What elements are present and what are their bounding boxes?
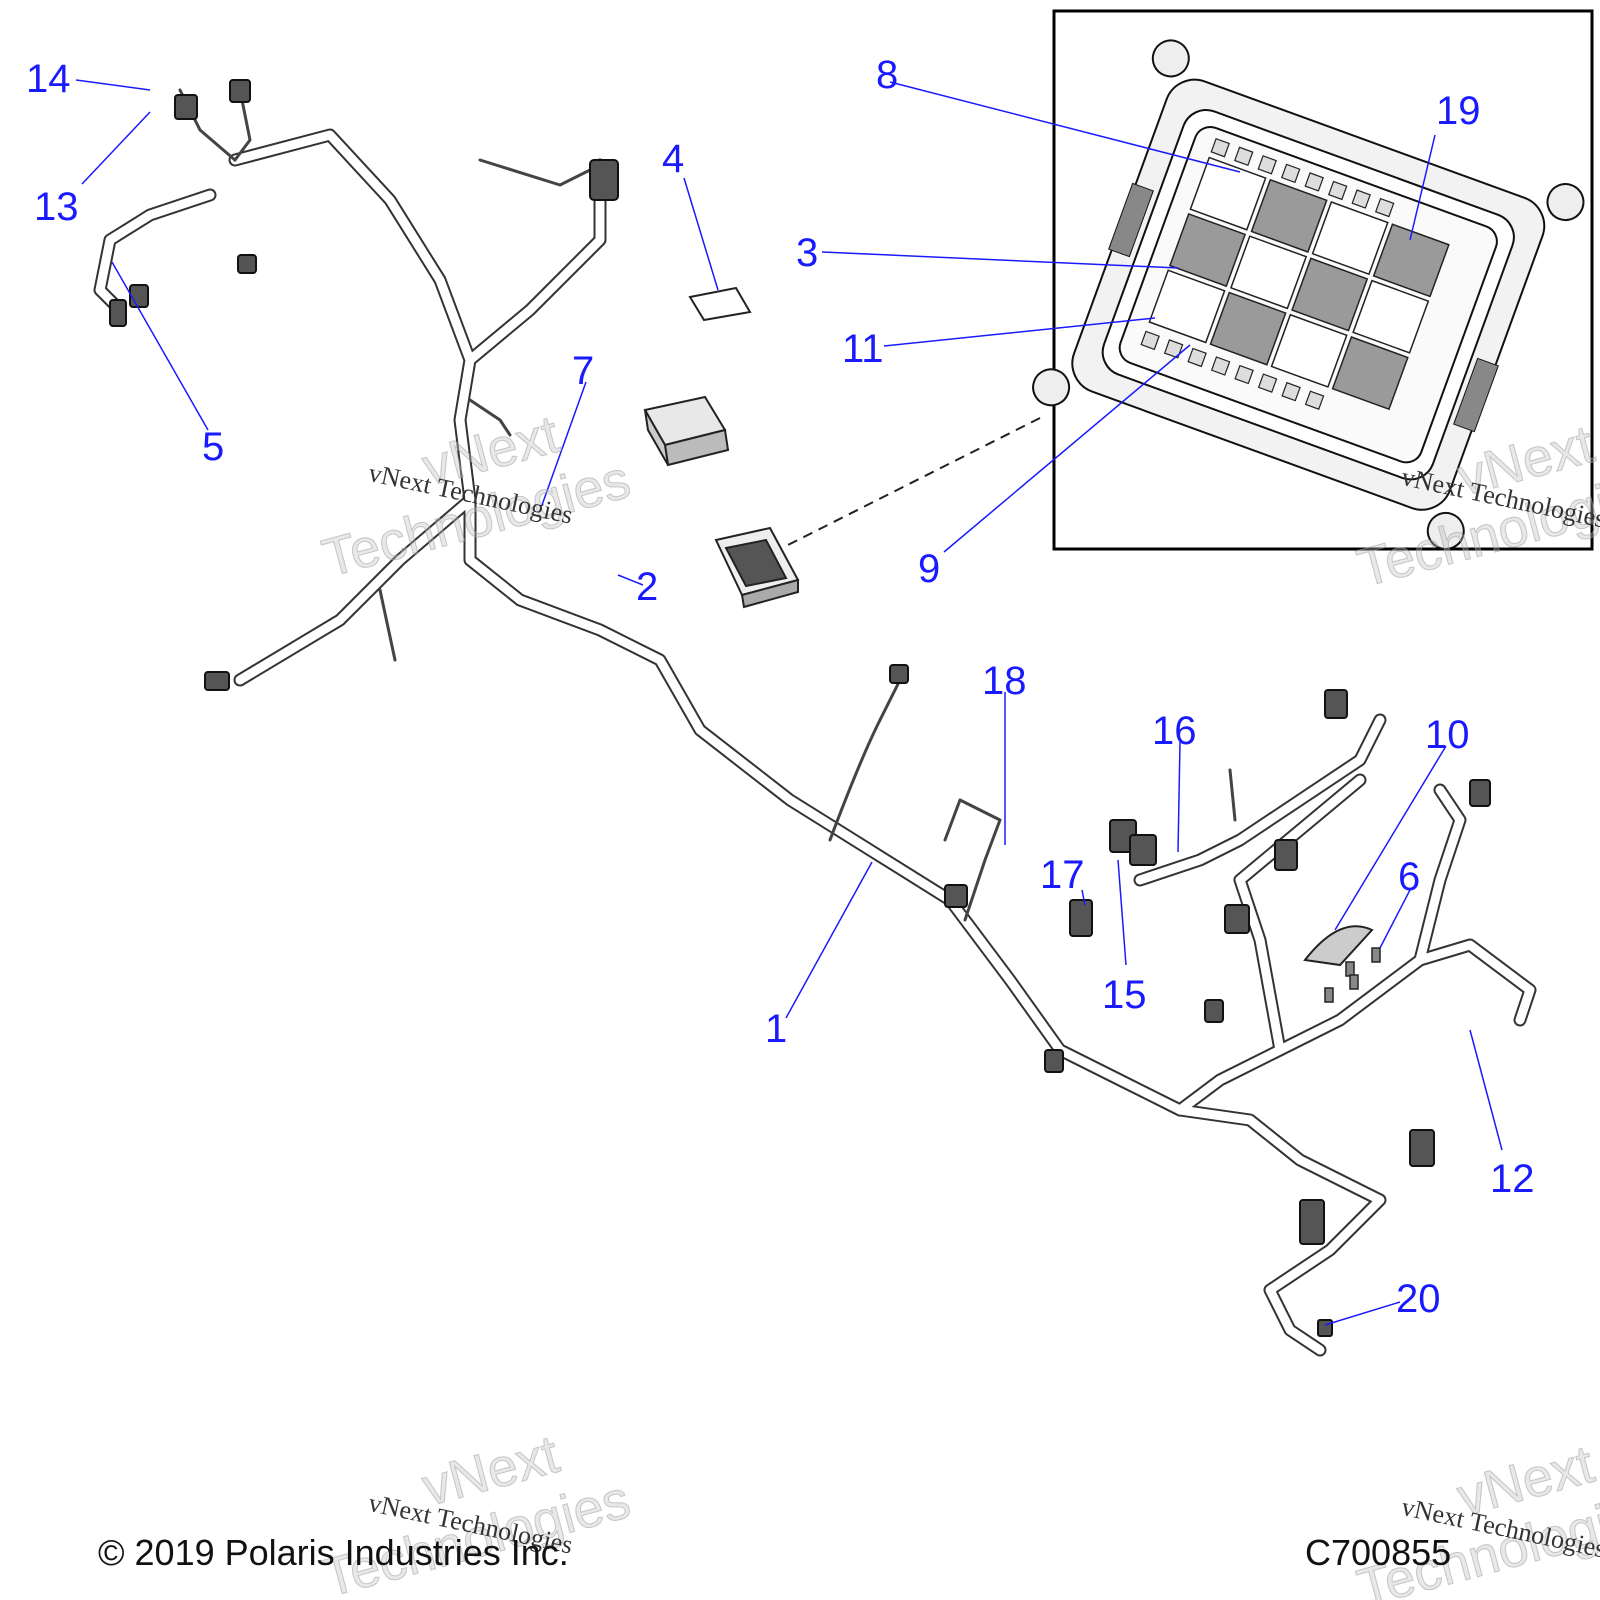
callout-15: 15 — [1102, 973, 1147, 1017]
callout-12: 12 — [1490, 1157, 1535, 1201]
callout-20: 20 — [1396, 1277, 1441, 1321]
callout-3: 3 — [796, 231, 818, 275]
harness-connectors — [109, 79, 1491, 1337]
callout-7: 7 — [572, 349, 594, 393]
callout-2: 2 — [636, 565, 658, 609]
callout-8: 8 — [876, 53, 898, 97]
label-sticker — [688, 286, 752, 322]
grommet — [1303, 925, 1374, 967]
fuse-box — [714, 526, 800, 609]
callout-17: 17 — [1040, 853, 1085, 897]
callout-14: 14 — [26, 57, 71, 101]
callout-4: 4 — [662, 137, 684, 181]
electronic-module — [643, 395, 730, 467]
callout-10: 10 — [1425, 713, 1470, 757]
screws — [1324, 947, 1381, 1003]
callout-6: 6 — [1398, 855, 1420, 899]
callout-16: 16 — [1152, 709, 1197, 753]
callout-11: 11 — [842, 327, 884, 371]
main-harness — [93, 88, 1537, 1357]
callout-5: 5 — [202, 425, 224, 469]
inset-pointer-line — [781, 417, 1041, 549]
callout-1: 1 — [765, 1007, 787, 1051]
diagram-code: C700855 — [1305, 1532, 1452, 1573]
copyright-notice: © 2019 Polaris Industries Inc. — [98, 1532, 569, 1573]
callout-labels: 1 2 3 4 5 6 7 8 9 10 11 12 13 14 15 16 1… — [26, 53, 1535, 1321]
leader-lines — [75, 79, 1503, 1326]
callout-13: 13 — [34, 185, 79, 229]
fuse-box-inset — [1032, 9, 1594, 551]
callout-18: 18 — [982, 659, 1027, 703]
callout-19: 19 — [1436, 89, 1481, 133]
callout-9: 9 — [918, 547, 940, 591]
